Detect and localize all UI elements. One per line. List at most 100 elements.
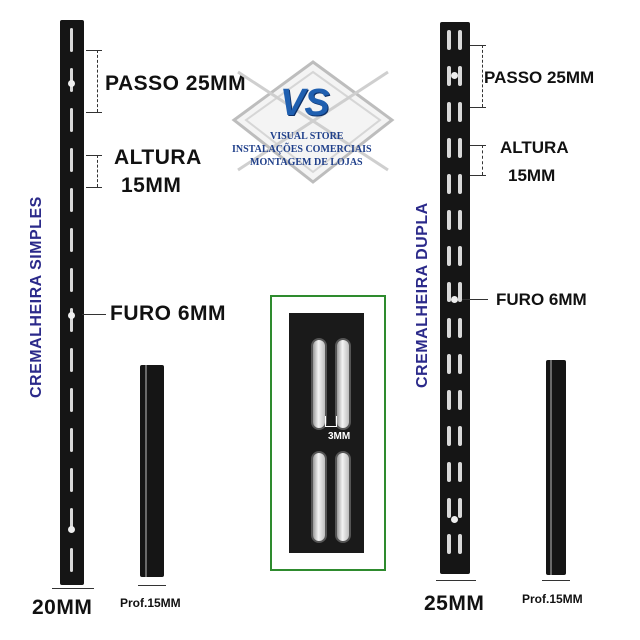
rail-slot [70, 508, 73, 532]
rail-slot [458, 30, 462, 50]
rail-slot [447, 102, 451, 122]
rail-slot [458, 534, 462, 554]
rail-slot [458, 246, 462, 266]
left-single-rail [60, 20, 84, 585]
rail-slot [447, 174, 451, 194]
rail-slot [447, 246, 451, 266]
zoom-slot [335, 338, 351, 430]
right-altura-tick-top [470, 145, 486, 146]
rail-slot [458, 426, 462, 446]
right-width-dimension [436, 580, 476, 581]
rail-hole [68, 526, 75, 533]
rail-slot [458, 282, 462, 302]
left-width-label: 20MM [32, 596, 93, 619]
right-side-profile [546, 360, 566, 575]
right-side-profile-edge [550, 360, 552, 575]
logo-line-1: VISUAL STORE [270, 131, 344, 142]
left-passo-dimension [97, 50, 98, 112]
rail-slot [70, 108, 73, 132]
left-passo-tick-top [86, 50, 102, 51]
rail-slot [70, 228, 73, 252]
rail-hole [451, 72, 458, 79]
rail-hole [68, 80, 75, 87]
left-side-profile [140, 365, 164, 577]
rail-slot [70, 428, 73, 452]
rail-slot [458, 210, 462, 230]
right-altura-tick-bottom [470, 175, 486, 176]
rail-slot [447, 534, 451, 554]
left-width-dimension [52, 588, 94, 589]
zoom-slot [311, 451, 327, 543]
logo-line-2: INSTALAÇÕES COMERCIAIS [232, 144, 372, 155]
rail-slot [70, 348, 73, 372]
right-altura-value: 15MM [508, 166, 556, 185]
rail-slot [458, 102, 462, 122]
left-altura-value: 15MM [121, 174, 182, 197]
rail-slot [70, 388, 73, 412]
rail-slot [447, 30, 451, 50]
rail-slot [70, 28, 73, 52]
zoom-gap-marker [325, 416, 337, 427]
rail-slot [458, 174, 462, 194]
rail-slot [458, 498, 462, 518]
zoom-gap-label: 3MM [328, 431, 351, 442]
rail-slot [447, 354, 451, 374]
rail-slot [458, 462, 462, 482]
rail-slot [458, 66, 462, 86]
left-furo-label: FURO 6MM [110, 302, 226, 325]
right-altura-label: ALTURA [500, 138, 569, 157]
zoom-slot [311, 338, 327, 430]
left-side-profile-edge [145, 365, 147, 577]
right-passo-dimension [482, 45, 483, 107]
rail-slot [70, 548, 73, 572]
rail-hole [451, 296, 458, 303]
rail-slot [447, 462, 451, 482]
rail-slot [447, 318, 451, 338]
logo-monogram: VS [280, 82, 330, 124]
rail-slot [70, 188, 73, 212]
right-passo-tick-bottom [470, 107, 486, 108]
left-prof-label: Prof.15MM [120, 596, 181, 610]
left-passo-label: PASSO 25MM [105, 72, 247, 95]
right-altura-dimension [482, 145, 483, 175]
rail-slot [447, 66, 451, 86]
zoom-detail-rail: 3MM [289, 313, 364, 553]
right-width-label: 25MM [424, 592, 485, 615]
rail-slot [70, 268, 73, 292]
rail-slot [70, 468, 73, 492]
right-vertical-title: CREMALHEIRA DUPLA [414, 202, 431, 388]
left-vertical-title: CREMALHEIRA SIMPLES [28, 196, 45, 398]
right-passo-label: PASSO 25MM [484, 68, 595, 87]
zoom-slot [335, 451, 351, 543]
rail-slot [447, 498, 451, 518]
left-altura-tick-top [86, 155, 102, 156]
left-altura-label: ALTURA [114, 146, 202, 169]
right-prof-label: Prof.15MM [522, 592, 583, 606]
zoom-detail-frame [270, 295, 386, 571]
rail-slot [70, 308, 73, 332]
right-double-rail [440, 22, 470, 574]
rail-slot [447, 282, 451, 302]
rail-slot [447, 390, 451, 410]
rail-slot [458, 390, 462, 410]
right-furo-pointer [462, 299, 488, 300]
rail-slot [458, 354, 462, 374]
rail-slot [447, 210, 451, 230]
rail-hole [68, 312, 75, 319]
right-passo-tick-top [470, 45, 486, 46]
rail-hole [451, 516, 458, 523]
right-furo-label: FURO 6MM [496, 290, 587, 309]
left-furo-pointer [82, 314, 106, 315]
rail-slot [447, 426, 451, 446]
rail-slot [70, 148, 73, 172]
left-altura-tick-bottom [86, 187, 102, 188]
left-passo-tick-bottom [86, 112, 102, 113]
left-altura-dimension [97, 155, 98, 187]
rail-slot [458, 138, 462, 158]
logo-diamond-graphic [231, 60, 395, 184]
rail-slot [447, 138, 451, 158]
right-prof-dimension [542, 580, 570, 581]
left-prof-dimension [138, 585, 166, 586]
visual-store-logo: VS VISUAL STORE INSTALAÇÕES COMERCIAIS M… [228, 58, 398, 188]
logo-line-3: MONTAGEM DE LOJAS [250, 157, 363, 168]
